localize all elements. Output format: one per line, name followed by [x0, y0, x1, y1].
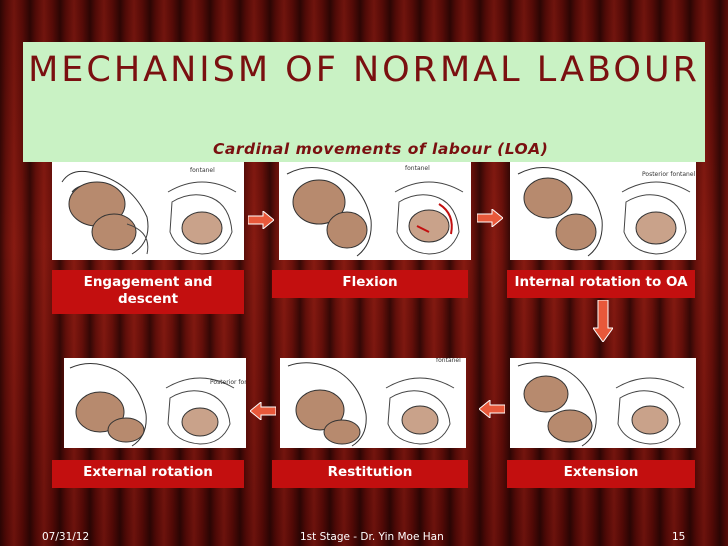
posterior-fontanel-text-1: Posterior fontanel	[642, 171, 696, 178]
left-arrow-icon	[479, 400, 505, 418]
posterior-fontanel-text-2: Posterior fontanel	[210, 379, 246, 386]
step-label-flexion: Flexion	[272, 270, 468, 298]
footer-page-number: 15	[672, 531, 686, 543]
figure-restitution: fontanel	[280, 358, 466, 448]
step-label-external-rotation: External rotation	[52, 460, 244, 488]
step-label-restitution: Restitution	[272, 460, 468, 488]
figure-extension	[510, 358, 696, 448]
right-arrow-icon	[477, 209, 503, 227]
footer-center: 1st Stage - Dr. Yin Moe Han	[300, 531, 444, 543]
slide-subtitle: Cardinal movements of labour (LOA)	[213, 140, 549, 158]
figure-flexion: fontanel	[279, 162, 471, 260]
figure-external-rotation: Posterior fontanel	[64, 358, 246, 448]
fontanel-text-3: fontanel	[436, 358, 461, 364]
title-box: MECHANISM OF NORMAL LABOUR Cardinal move…	[23, 42, 705, 162]
figure-internal-rotation: Posterior fontanel	[510, 162, 696, 260]
step-label-extension: Extension	[507, 460, 695, 488]
down-arrow-icon	[593, 300, 613, 342]
right-arrow-icon	[248, 211, 274, 229]
slide-title: MECHANISM OF NORMAL LABOUR	[28, 50, 700, 90]
fontanel-text-1: fontanel	[190, 167, 215, 174]
left-arrow-icon	[250, 402, 276, 420]
step-label-internal-rotation: Internal rotation to OA	[507, 270, 695, 298]
step-label-engagement: Engagement and descent	[52, 270, 244, 314]
footer-date: 07/31/12	[42, 531, 90, 543]
figure-engagement: fontanel	[52, 162, 244, 260]
fontanel-text-2: fontanel	[405, 165, 430, 172]
